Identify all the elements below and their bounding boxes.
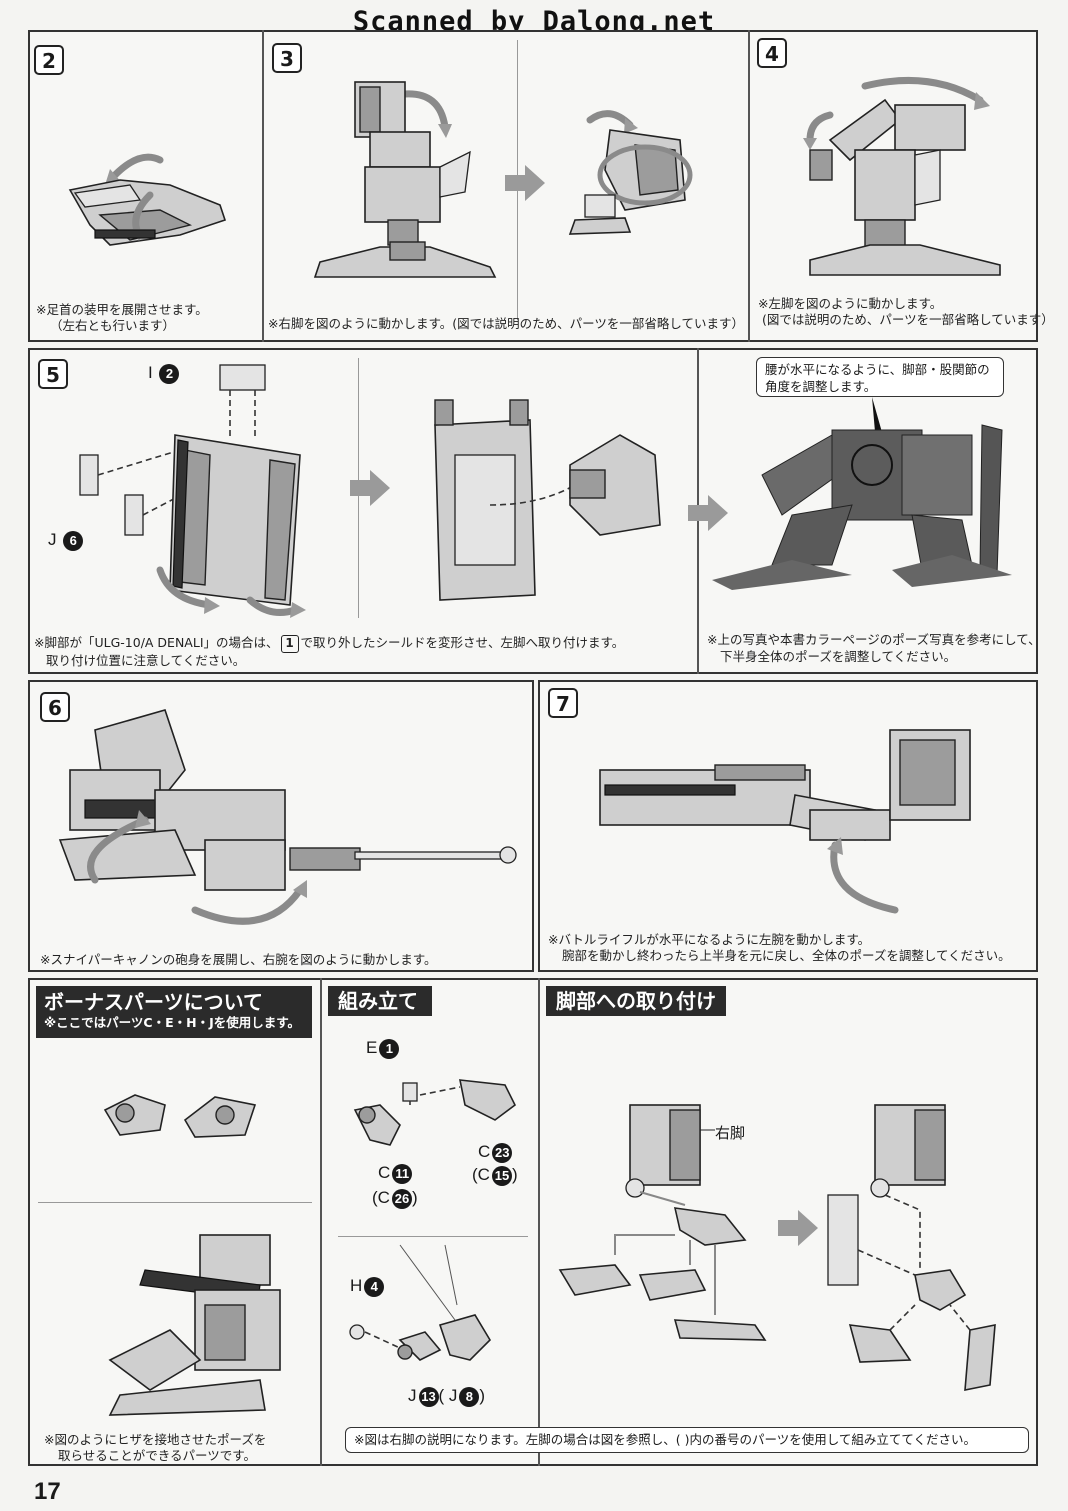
step-4-number: 4 xyxy=(757,38,787,68)
step-3-rotated-leg-illustration xyxy=(568,110,693,235)
bonus-title: ボーナスパーツについて xyxy=(44,990,263,1014)
bonus-divider-a xyxy=(320,978,322,1466)
row1-divider-c xyxy=(748,30,750,342)
step-7-number: 7 xyxy=(548,688,578,718)
step-3-note: ※右脚を図のように動かします。(図では説明のため、パーツを一部省略しています） xyxy=(268,316,744,331)
part-letter-j: J xyxy=(48,530,57,549)
bonus-subtitle: ※ここではパーツC・E・H・Jを使用します。 xyxy=(44,1015,300,1030)
step-5-number: 5 xyxy=(38,359,68,389)
step-5-callout-line-2: 角度を調整します。 xyxy=(765,379,877,394)
part-close-c15: ) xyxy=(511,1165,518,1184)
step-5-pose-photo xyxy=(712,397,1012,590)
part-label-i2: I 2 xyxy=(148,363,180,384)
attach-illustration-right xyxy=(827,1104,996,1391)
step-4-left-leg-illustration xyxy=(803,76,1001,276)
attach-arrow xyxy=(778,1210,818,1246)
part-number-c26: 26 xyxy=(391,1188,412,1209)
attach-header: 脚部への取り付け xyxy=(546,986,726,1016)
step-3-right-leg-illustration xyxy=(313,81,497,278)
step-5-arrow-2 xyxy=(688,495,728,531)
step-6-number: 6 xyxy=(40,692,70,722)
step-5-note-post: で取り外したシールドを変形させ、左脚へ取り付けます。 xyxy=(300,635,625,650)
step-7-rifle-illustration xyxy=(599,729,971,914)
step-2-ankle-illustration xyxy=(68,153,227,246)
attach-illustration-left xyxy=(558,1104,767,1341)
bonus-header: ボーナスパーツについて ※ここではパーツC・E・H・Jを使用します。 xyxy=(36,986,312,1038)
bottom-note-box: ※図は右脚の説明になります。左脚の場合は図を参照し、( )内の番号のパーツを使用… xyxy=(345,1427,1029,1453)
step-3-number: 3 xyxy=(272,43,302,73)
step-6-cannon-illustration xyxy=(58,709,517,925)
bonus-divider-b xyxy=(538,978,540,1466)
bonus-note-2: 取らせることができるパーツです。 xyxy=(58,1448,257,1463)
part-close-j8: ) xyxy=(479,1386,486,1405)
part-number-h4: 4 xyxy=(364,1276,385,1297)
step-2-number: 2 xyxy=(34,45,64,75)
bonus-note-1: ※図のようにヒザを接地させたポーズを xyxy=(44,1432,267,1447)
step-4-note-2: (図では説明のため、パーツを一部省略しています） xyxy=(762,312,1054,327)
part-number-e1: 1 xyxy=(379,1038,400,1059)
step-7-note-1: ※バトルライフルが水平になるように左腕を動かします。 xyxy=(548,932,871,947)
bonus-kneel-pose-illustration xyxy=(108,1234,281,1416)
step-5-shield-illustration xyxy=(79,364,306,618)
step-5-note-pre: ※脚部が「ULG-10/A DENALI」の場合は、 xyxy=(34,635,279,650)
step-7-frame xyxy=(538,680,1038,972)
part-label-j6: J 6 xyxy=(48,530,84,551)
page-number: 17 xyxy=(34,1478,61,1505)
part-number-c23: 23 xyxy=(492,1142,513,1163)
part-letter-c11: C xyxy=(378,1163,391,1182)
step-5-attach-illustration xyxy=(434,399,661,601)
part-number-j8: 8 xyxy=(459,1386,480,1407)
part-number-i2: 2 xyxy=(159,363,180,384)
step-5-note-2: 取り付け位置に注意してください。 xyxy=(46,653,246,668)
step-2-note-1: ※足首の装甲を展開させます。 xyxy=(36,302,208,317)
assembly-header: 組み立て xyxy=(328,986,432,1016)
part-number-c11: 11 xyxy=(392,1163,413,1184)
part-number-j6: 6 xyxy=(63,530,84,551)
step-3-arrow xyxy=(505,165,545,201)
part-letter-h: H xyxy=(350,1276,363,1295)
step-5-photo-note-1: ※上の写真や本書カラーページのポーズ写真を参考にして、 xyxy=(707,632,1041,647)
right-leg-label: 右脚 xyxy=(715,1125,746,1142)
step-6-note: ※スナイパーキャノンの砲身を展開し、右腕を図のように動かします。 xyxy=(40,952,437,967)
part-letter-j13: J xyxy=(408,1386,417,1405)
assembly-illustration-top xyxy=(353,1079,517,1146)
step-7-note-2: 腕部を動かし終わったら上半身を元に戻し、全体のポーズを調整してください。 xyxy=(562,948,1011,963)
part-number-c15: 15 xyxy=(491,1165,512,1186)
part-letter-i: I xyxy=(148,363,153,382)
step-5-callout-line-1: 腰が水平になるように、脚部・股関節の xyxy=(765,362,990,377)
step-2-note-2: （左右とも行います） xyxy=(50,318,176,333)
step-4-note-1: ※左脚を図のように動かします。 xyxy=(758,296,943,311)
step-5-arrow-1 xyxy=(350,470,390,506)
part-letter-e: E xyxy=(366,1038,378,1057)
part-close-c26: ) xyxy=(411,1188,418,1207)
bonus-divider-c xyxy=(38,1202,312,1203)
step-5-note-step-ref: 1 xyxy=(280,635,299,653)
part-number-j13: 13 xyxy=(418,1386,439,1407)
step-5-photo-note-2: 下半身全体のポーズを調整してください。 xyxy=(720,649,957,664)
assembly-illustration-bottom xyxy=(349,1244,492,1361)
bonus-frame xyxy=(28,978,1038,1466)
part-letter-c23: C xyxy=(478,1142,491,1161)
step-5-callout: 腰が水平になるように、脚部・股関節の 角度を調整します。 xyxy=(756,357,1004,397)
bonus-divider-d xyxy=(338,1236,528,1237)
part-letter-j8: ( J xyxy=(438,1386,458,1405)
part-letter-c26: (C xyxy=(372,1188,390,1207)
row1-divider-a xyxy=(262,30,264,342)
bonus-parts-illustration xyxy=(103,1094,257,1138)
part-letter-c15: (C xyxy=(472,1165,490,1184)
